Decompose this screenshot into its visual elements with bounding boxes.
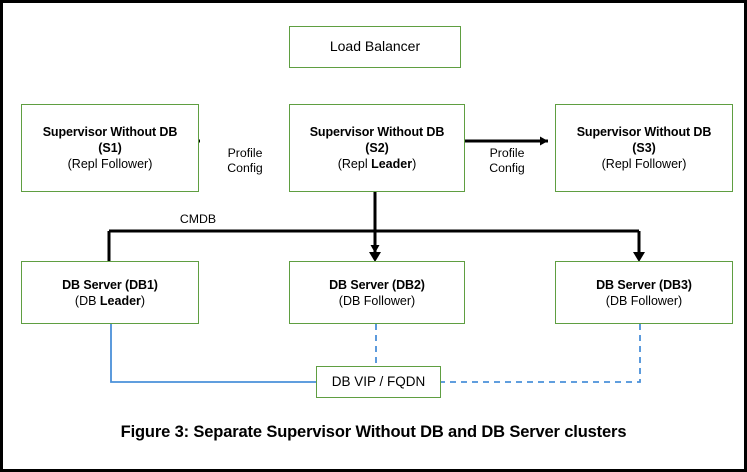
db3-role: (DB Follower) — [605, 293, 683, 308]
s1-id: (S1) — [98, 141, 122, 155]
s2-role-suffix: ) — [412, 157, 417, 171]
load-balancer-label: Load Balancer — [329, 38, 421, 55]
edge-db3-to-vip — [441, 324, 641, 383]
edge-label-profile-config-left: Profile Config — [227, 146, 263, 175]
edge-db1-to-vip — [110, 324, 316, 383]
node-supervisor-s3[interactable]: Supervisor Without DB (S3) (Repl Followe… — [555, 104, 733, 192]
db2-role: (DB Follower) — [338, 293, 416, 308]
db1-role-prefix: (DB — [74, 293, 100, 308]
figure-caption: Figure 3: Separate Supervisor Without DB… — [120, 423, 627, 441]
s2-role-bold: Leader — [371, 157, 413, 171]
node-db-vip-fqdn[interactable]: DB VIP / FQDN — [316, 366, 441, 398]
db3-title: DB Server (DB3) — [596, 277, 692, 292]
db1-title: DB Server (DB1) — [62, 277, 158, 292]
s2-role: (Repl Leader) — [338, 156, 417, 172]
node-db-server-db3[interactable]: DB Server (DB3) (DB Follower) — [555, 261, 733, 324]
s3-title: Supervisor Without DB — [576, 125, 712, 139]
db2-title: DB Server (DB2) — [329, 277, 425, 292]
db1-role-bold: Leader — [99, 293, 141, 308]
db1-role: (DB Leader) — [75, 293, 145, 309]
node-db-server-db2[interactable]: DB Server (DB2) (DB Follower) — [289, 261, 465, 324]
edge-label-profile-config-right: Profile Config — [489, 146, 525, 175]
s2-role-prefix: (Repl — [337, 157, 372, 171]
node-db-server-db1[interactable]: DB Server (DB1) (DB Leader) — [21, 261, 199, 324]
db-vip-label: DB VIP / FQDN — [331, 374, 426, 390]
node-load-balancer[interactable]: Load Balancer — [289, 26, 461, 68]
s2-id: (S2) — [365, 141, 389, 155]
connector-layer — [107, 136, 645, 383]
s2-title: Supervisor Without DB — [309, 125, 445, 139]
s3-id: (S3) — [632, 141, 656, 155]
s3-role: (Repl Follower) — [601, 157, 687, 171]
s1-role: (Repl Follower) — [67, 157, 153, 171]
s1-title: Supervisor Without DB — [42, 125, 178, 139]
node-supervisor-s2[interactable]: Supervisor Without DB (S2) (Repl Leader) — [289, 104, 465, 192]
edge-label-cmdb: CMDB — [179, 212, 217, 226]
node-supervisor-s1[interactable]: Supervisor Without DB (S1) (Repl Followe… — [21, 104, 199, 192]
db1-role-suffix: ) — [140, 293, 146, 308]
